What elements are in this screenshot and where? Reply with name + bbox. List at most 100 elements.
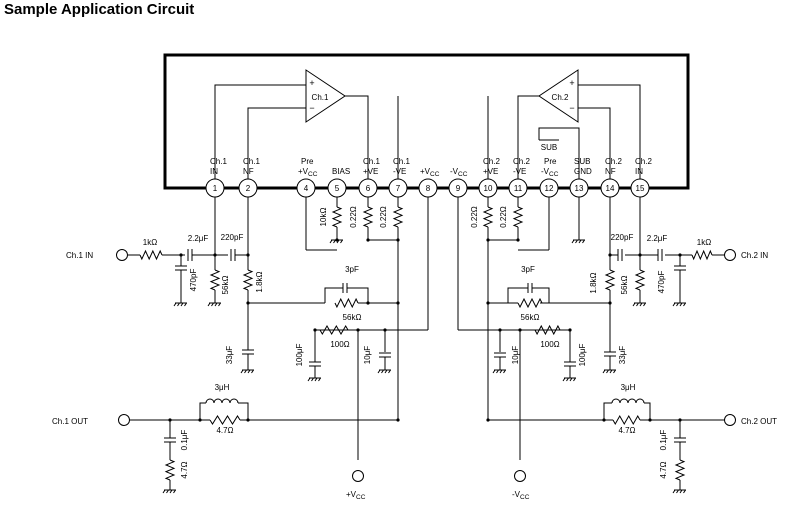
ground-symbol (307, 377, 311, 382)
wire (603, 402, 612, 420)
resistor (209, 269, 221, 291)
junction (366, 238, 370, 242)
pin-label: +VE (483, 167, 498, 176)
pin-2 (238, 178, 258, 198)
ground-symbol (643, 302, 646, 307)
value-label: 2.2μF (188, 234, 209, 243)
pin-number: 4 (304, 184, 309, 193)
value-label: 3pF (345, 265, 359, 274)
pin-number: 2 (246, 184, 251, 193)
resistor (604, 269, 616, 291)
pin-number: 9 (456, 184, 461, 193)
amplifier-ch1 (305, 69, 346, 123)
pin-label: Ch.2 (635, 157, 652, 166)
pin-label: -VCC (450, 167, 468, 178)
inductor (205, 398, 239, 404)
port-label: +VCC (346, 490, 366, 501)
value-label: 33μF (618, 346, 627, 365)
value-label: 56kΩ (521, 313, 540, 322)
pin-label: +VE (363, 167, 378, 176)
resistor (164, 459, 176, 481)
ground-symbol (388, 369, 391, 374)
ground-symbol (683, 489, 686, 494)
junction (396, 301, 400, 305)
ground-symbol (571, 239, 575, 244)
wire (238, 402, 249, 420)
wire (199, 402, 206, 420)
pin-label: BIAS (332, 167, 350, 176)
value-label: 1.8kΩ (589, 272, 598, 293)
resistor (334, 297, 359, 309)
resistor (612, 414, 641, 426)
pin-8 (418, 178, 438, 198)
resistor (691, 249, 713, 261)
terminal (514, 470, 526, 482)
amplifier-ch2 (538, 69, 579, 123)
resistor (319, 325, 349, 335)
value-label: 0.1μF (180, 430, 189, 451)
ground-symbol (214, 302, 218, 307)
ground-symbol (683, 302, 686, 307)
wire (578, 107, 611, 179)
junction (486, 301, 490, 305)
page-title: Sample Application Circuit (4, 1, 195, 18)
resistor (674, 459, 686, 481)
pin-label: IN (210, 167, 218, 176)
ground-symbol (496, 369, 499, 374)
pin-14 (600, 178, 620, 198)
junction (678, 418, 682, 422)
port-label: Ch.1 OUT (52, 417, 88, 426)
ground-symbol (314, 377, 318, 382)
ground-symbol (573, 377, 576, 382)
junction (638, 253, 642, 257)
pin-label: -VE (513, 167, 526, 176)
value-label: 0.1μF (659, 430, 668, 451)
wire (578, 84, 641, 179)
value-label: 220pF (221, 233, 244, 242)
resistor (209, 415, 241, 425)
pin-1 (205, 178, 225, 198)
pin-label: IN (635, 167, 643, 176)
pin-7 (388, 178, 408, 198)
junction (179, 253, 183, 257)
value-label: 100Ω (540, 340, 559, 349)
pin-9 (448, 178, 468, 198)
value-label: 56kΩ (343, 313, 362, 322)
ground-symbol (679, 489, 683, 494)
value-label: 4.7Ω (618, 426, 635, 435)
ground-symbol (184, 302, 187, 307)
junction (383, 328, 387, 332)
resistor (634, 269, 646, 291)
pin-label: GND (574, 167, 592, 176)
wire (507, 287, 528, 303)
ground-symbol (679, 302, 683, 307)
junction (518, 328, 522, 332)
inductor (611, 398, 645, 404)
amp-minus: − (569, 103, 574, 113)
wire (517, 95, 539, 179)
port-label: Ch.2 IN (741, 251, 768, 260)
value-label: 3μH (621, 383, 636, 392)
ground-symbol (569, 377, 573, 382)
ground-symbol (173, 489, 176, 494)
ground-symbol (499, 369, 503, 374)
pin-11 (508, 178, 528, 198)
value-label: 4.7Ω (216, 426, 233, 435)
junction (366, 301, 370, 305)
ground-symbol (575, 239, 578, 244)
junction (602, 418, 606, 422)
pin-number: 13 (575, 184, 584, 193)
ground-symbol (613, 369, 616, 374)
junction (486, 238, 490, 242)
pin-number: 11 (514, 184, 523, 193)
pin-label: -VCC (541, 167, 559, 178)
ground-symbol (207, 302, 211, 307)
pin-number: 8 (426, 184, 431, 193)
pin-label: Ch.2 (483, 157, 500, 166)
pin-label: Ch.1 (210, 157, 227, 166)
junction (608, 301, 612, 305)
ground-symbol (609, 369, 613, 374)
pin-number: 12 (545, 184, 554, 193)
resistor (362, 206, 374, 228)
